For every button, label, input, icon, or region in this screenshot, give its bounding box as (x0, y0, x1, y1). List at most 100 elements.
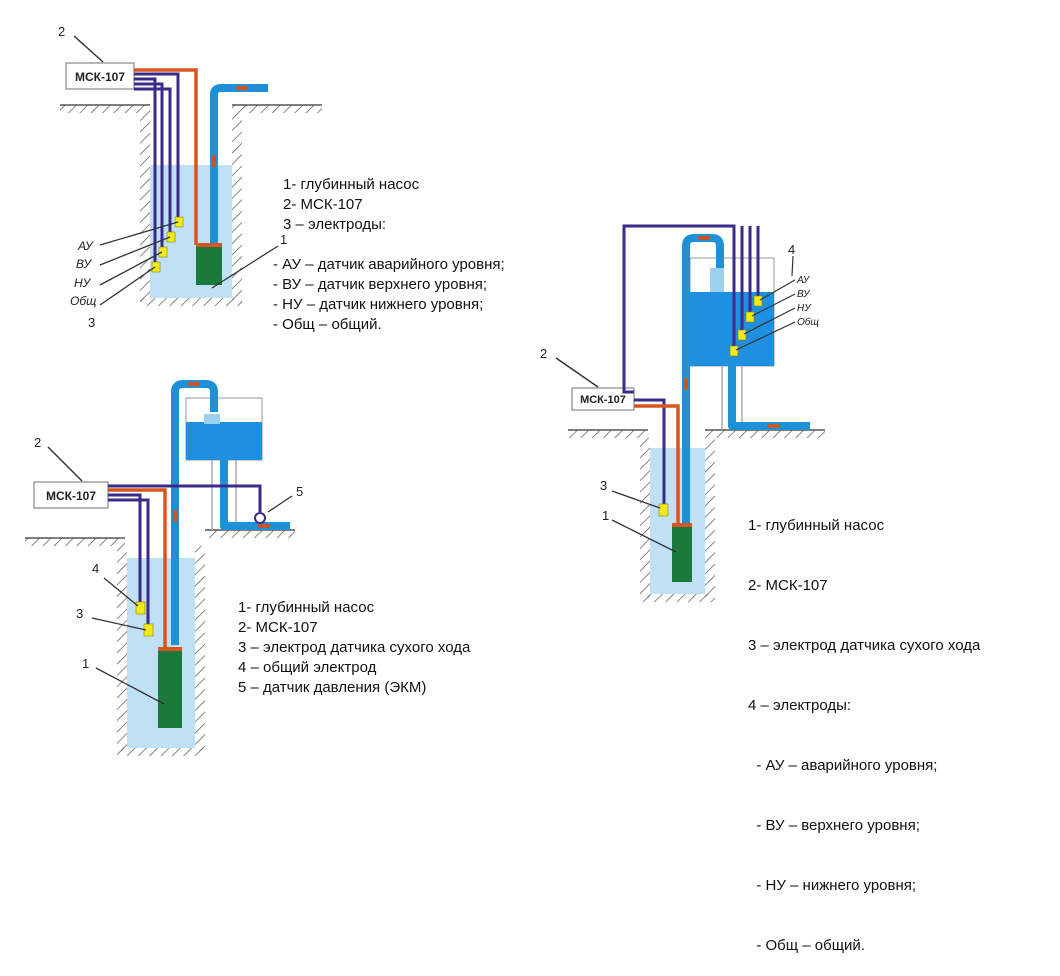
pressure-sensor (254, 512, 266, 524)
electrode-nu (151, 261, 161, 273)
inflow (710, 268, 724, 292)
legend-line: 3 – электрод датчика сухого хода (748, 637, 981, 654)
legend-line: 2- МСК-107 (238, 619, 318, 636)
legend-line: 4 – электроды: (748, 697, 852, 714)
legend-line: - НУ – датчик нижнего уровня; (273, 296, 484, 313)
well-wall (705, 438, 715, 598)
legend-line: - Общ – общий. (748, 937, 865, 954)
label-common: Общ (70, 294, 96, 308)
ground-hatch (60, 105, 150, 113)
label-vu: ВУ (797, 289, 811, 300)
well-wall (232, 113, 242, 303)
wire (134, 87, 172, 240)
callout-1: 1 (82, 656, 89, 671)
controller-box (65, 62, 135, 90)
diagram-canvas: МСК-107 2 АУ ВУ НУ Общ 3 1 (25, 24, 825, 756)
inflow (204, 414, 220, 424)
callout-2: 2 (34, 435, 41, 450)
label-au: АУ (796, 275, 811, 286)
controller-label: МСК-107 (580, 394, 626, 406)
legend-line: 5 – датчик давления (ЭКМ) (238, 679, 427, 696)
callout-2: 2 (540, 346, 547, 361)
pipe-coupling (236, 86, 248, 90)
legend-line: 3 – электрод датчика сухого хода (238, 639, 471, 656)
wire (108, 493, 142, 605)
legend-c: 1- глубинный насос 2- МСК-107 3 – электр… (748, 476, 980, 976)
wire (134, 77, 157, 270)
legend-line: - Общ – общий. (273, 316, 382, 333)
legend-line: - АУ – аварийного уровня; (748, 757, 938, 774)
electrode-au (753, 295, 763, 307)
pump (672, 526, 692, 582)
legend-line: 1- глубинный насос (748, 517, 885, 534)
legend-line: 3 – электроды: (283, 216, 387, 233)
wire (134, 72, 180, 225)
legend-line: - ВУ – датчик верхнего уровня; (273, 276, 488, 293)
callout-3: 3 (88, 315, 95, 330)
label-nu: НУ (797, 303, 812, 314)
ground-hatch (232, 105, 322, 113)
well-bottom (117, 748, 205, 756)
ground-hatch (205, 530, 295, 538)
diagram-c: МСК-107 2 АУ ВУ НУ Общ 4 3 1 (540, 224, 825, 602)
legend-line: 2- МСК-107 (283, 196, 363, 213)
legend-line: 1- глубинный насос (283, 176, 420, 193)
callout-5: 5 (296, 484, 303, 499)
callout-4: 4 (788, 242, 795, 257)
legend-line: - ВУ – верхнего уровня; (748, 817, 920, 834)
well-wall (117, 546, 127, 751)
diagram-a: МСК-107 2 АУ ВУ НУ Общ 3 1 (58, 24, 322, 330)
well-wall (140, 113, 150, 303)
ground-hatch (568, 430, 648, 438)
callout-3: 3 (600, 478, 607, 493)
wire (108, 498, 150, 628)
pump (196, 245, 222, 285)
electrode-nu (737, 329, 747, 341)
legend-line: 2- МСК-107 (748, 577, 828, 594)
wire (622, 224, 736, 394)
label-common: Общ (797, 316, 819, 328)
pump (158, 650, 182, 728)
callout-2: 2 (58, 24, 65, 39)
electrode-common (729, 345, 739, 357)
wire (134, 82, 164, 255)
electrode-au (166, 231, 176, 243)
callout-1: 1 (602, 508, 609, 523)
callout-3: 3 (76, 606, 83, 621)
pump-cable (634, 404, 680, 524)
pump-cable (134, 68, 198, 245)
legend-line: - НУ – нижнего уровня; (748, 877, 917, 894)
ground-hatch (705, 430, 825, 438)
label-au: АУ (77, 239, 94, 253)
callout-4: 4 (92, 561, 99, 576)
well-wall (640, 438, 650, 598)
wire (634, 398, 666, 508)
legend-a: 1- глубинный насос 2- МСК-107 3 – электр… (273, 175, 505, 335)
legend-b: 1- глубинный насос 2- МСК-107 3 – электр… (238, 598, 470, 698)
electrode-common (135, 601, 146, 615)
electrode-vu (745, 311, 755, 323)
outflow-pipe (728, 366, 810, 430)
pump-cable (108, 488, 167, 648)
electrode-common (174, 216, 184, 228)
electrode-vu (158, 246, 168, 258)
legend-line: - АУ – датчик аварийного уровня; (273, 256, 505, 273)
delivery-pipe (210, 84, 268, 245)
legend-line: 4 – общий электрод (238, 659, 377, 676)
legend-line (273, 235, 505, 255)
electrode-dry-run (658, 503, 669, 517)
pipe-coupling (212, 155, 216, 167)
controller-label: МСК-107 (75, 70, 125, 84)
controller-label: МСК-107 (46, 489, 96, 503)
ground-hatch (25, 538, 125, 546)
water-tank (186, 422, 262, 460)
sensor-wire (108, 484, 262, 512)
well-bottom (640, 594, 715, 602)
legend-line: 1- глубинный насос (238, 599, 375, 616)
well-bottom (140, 298, 242, 306)
label-vu: ВУ (76, 257, 92, 271)
callout-1: 1 (280, 232, 287, 247)
diagram-b: МСК-107 2 4 3 1 5 (25, 380, 303, 756)
well-wall (195, 546, 205, 751)
label-nu: НУ (74, 276, 92, 290)
